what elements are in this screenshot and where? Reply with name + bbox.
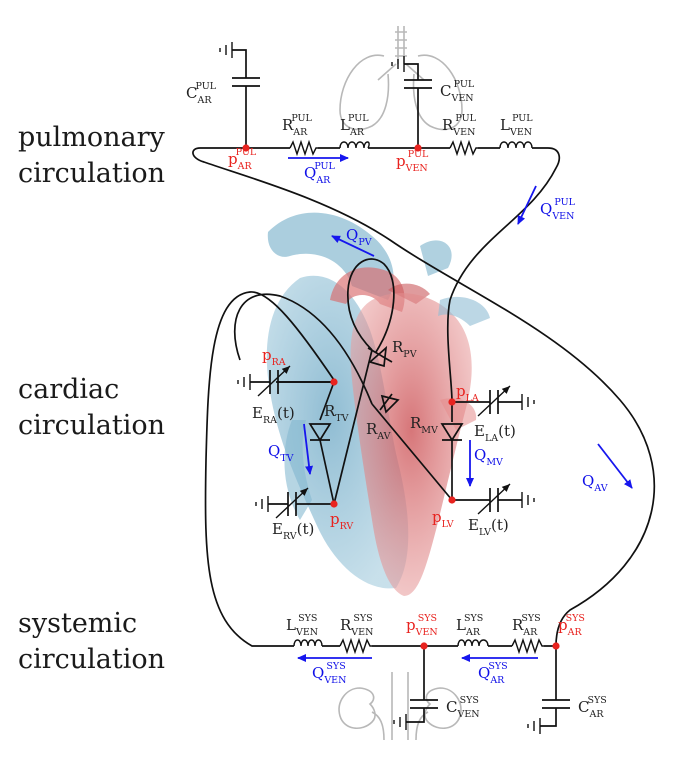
l-ar-pul-inductor-icon [339,141,370,149]
e-la-capacitor-icon [489,390,499,414]
l-ven-pul-inductor-icon [499,141,533,149]
node-p-rv [330,500,338,508]
c-ven-pul-capacitor-icon [404,79,432,89]
label-r-ven-pul: RVENPUL [442,113,477,138]
q-tv-arrow-icon [303,423,314,475]
label-l-ar-pul: LARPUL [340,113,369,138]
label-r-ar-pul: RARPUL [282,113,313,138]
r-ar-pul-resistor-icon [289,139,318,157]
cardiac-section-label: cardiac circulation [18,372,165,444]
pv-valve-icon [367,345,393,368]
node-p-ar-sys [552,642,560,650]
label-c-ar-sys: CARSYS [578,695,607,720]
label-p-lv: pLV [432,508,454,530]
cardiac-label-line2: circulation [18,410,166,441]
label-q-mv: QMV [474,446,503,468]
av-valve-icon [379,393,400,414]
systemic-label-line1: systemic [18,608,138,639]
pulmonary-label-line1: pulmonary [18,122,165,153]
label-c-ven-pul: CVENPUL [440,79,475,104]
e-lv-capacitor-icon [489,488,499,512]
node-p-ven-sys [420,642,428,650]
label-e-la: ELA(t) [474,422,516,444]
label-q-pv: QPV [346,226,372,248]
label-q-ar-pul: QARPUL [304,161,336,186]
label-l-ar-sys: LARSYS [456,613,483,638]
label-q-ven-pul: QVENPUL [540,197,576,222]
node-p-ra [330,378,338,386]
left-heart-shape [350,293,472,596]
systemic-label-line2: circulation [18,644,166,675]
r-ven-sys-resistor-icon [339,637,372,655]
label-q-ven-sys: QVENSYS [312,661,346,686]
pulmonary-section-label: pulmonary circulation [18,120,165,192]
label-r-mv: RMV [410,414,438,436]
e-ra-ground-icon [237,374,251,390]
c-ven-sys-ground-icon [393,714,407,730]
q-ven-pul-arrow-icon [517,185,537,225]
label-l-ven-pul: LVENPUL [500,113,533,138]
lungs-outline-icon [339,26,463,131]
systemic-circuit [290,637,570,734]
c-ar-pul-capacitor-icon [232,77,260,87]
label-p-ar-pul: pARPUL [228,147,257,172]
q-pv-arrow-icon [331,235,375,257]
c-ven-pul-ground-icon [391,56,405,72]
c-ar-pul-ground-icon [219,42,233,58]
e-la-ground-icon [521,394,535,410]
label-p-la: pLA [456,382,479,404]
label-q-ar-sys: QARSYS [478,661,508,686]
label-r-tv: RTV [324,402,349,424]
label-r-av: RAV [366,420,391,442]
heart-illustration [266,212,490,596]
e-lv-ground-icon [521,492,535,508]
label-p-ra: pRA [262,346,286,368]
label-p-ven-sys: pVENSYS [406,613,438,638]
node-p-lv [448,496,456,504]
label-p-ven-pul: pVENPUL [396,149,429,174]
l-ven-sys-inductor-icon [293,639,323,647]
node-p-ven-pul [414,144,422,152]
label-e-ra: ERA(t) [252,404,295,426]
label-p-rv: pRV [330,510,353,532]
node-p-ar-pul [242,144,250,152]
label-r-ven-sys: RVENSYS [340,613,373,638]
label-c-ven-sys: CVENSYS [446,695,480,720]
c-ar-sys-capacitor-icon [542,699,570,709]
kidneys-outline-icon [338,672,462,741]
component-labels: CARPUL CVENPUL RARPUL LARPUL RVENPUL LVE… [186,79,608,720]
label-e-lv: ELV(t) [468,516,509,538]
label-e-rv: ERV(t) [272,520,314,542]
c-ar-sys-ground-icon [527,718,541,734]
label-c-ar-pul: CARPUL [186,81,217,106]
cardiac-circuit [204,258,633,647]
label-r-ar-sys: RARSYS [512,613,541,638]
label-q-tv: QTV [268,442,294,464]
node-p-la [448,398,456,406]
r-ar-sys-resistor-icon [511,637,544,655]
systemic-section-label: systemic circulation [18,606,165,678]
c-ven-sys-capacitor-icon [410,699,438,709]
label-r-pv: RPV [392,338,417,360]
pulmonary-label-line2: circulation [18,158,166,189]
e-rv-ground-icon [255,496,269,512]
cardiac-label-line1: cardiac [18,374,120,405]
q-av-arrow-icon [597,443,633,489]
pulmonary-circuit [192,42,655,647]
l-ar-sys-inductor-icon [457,639,489,647]
label-l-ven-sys: LVENSYS [286,613,318,638]
r-ven-pul-resistor-icon [449,139,478,157]
label-p-ar-sys: pARSYS [558,613,585,638]
label-q-av: QAV [582,472,608,494]
